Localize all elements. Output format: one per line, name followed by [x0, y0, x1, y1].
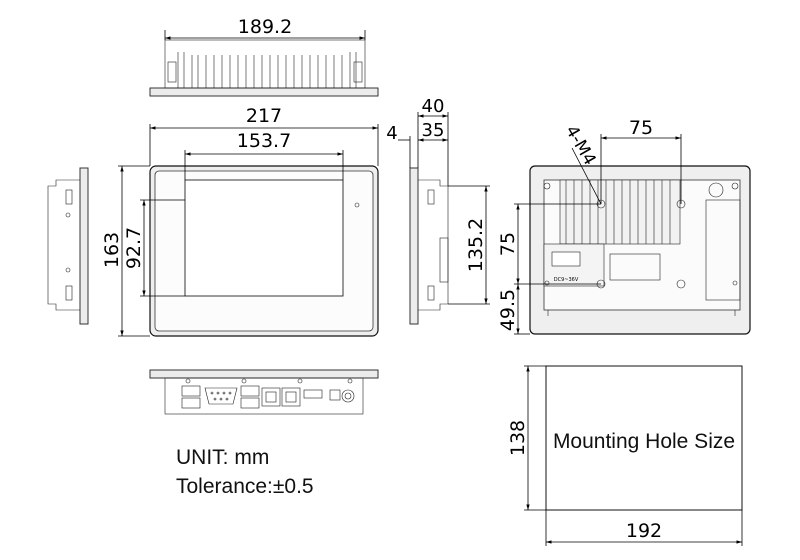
dim-top-width: 189.2 [238, 16, 292, 38]
screen-area [184, 179, 344, 297]
power-terminal-label: DC9~36V [554, 277, 579, 283]
dim-depth-total: 40 [422, 96, 445, 117]
bottom-view [149, 369, 379, 415]
rear-view: DC9~36V [529, 165, 751, 335]
dim-body-depth: 35 [422, 120, 445, 141]
dim-hole-spacing-h: 75 [629, 117, 653, 139]
dim-side-height: 135.2 [465, 218, 487, 272]
mounting-cutout: Mounting Hole Size [545, 365, 743, 511]
dim-cutout-height: 138 [507, 420, 529, 456]
hole-spec-label: 4-M4 [561, 122, 600, 169]
dim-cutout-width: 192 [626, 520, 662, 542]
dim-screen-width: 153.7 [237, 130, 291, 152]
right-side-view [409, 167, 449, 325]
tolerance-label: Tolerance:±0.5 [176, 475, 314, 498]
front-view [149, 165, 379, 337]
left-side-view [47, 167, 89, 325]
unit-label: UNIT: mm [176, 446, 269, 469]
dim-overall-height: 163 [101, 232, 123, 268]
dim-screen-height: 92.7 [123, 227, 145, 269]
dim-hole-offset-v: 49.5 [497, 289, 519, 331]
dim-overall-width: 217 [246, 105, 282, 127]
dim-bezel-depth: 4 [386, 123, 397, 144]
cutout-title: Mounting Hole Size [553, 430, 735, 453]
dim-hole-spacing-v: 75 [497, 232, 519, 256]
top-view: 189.2 [149, 16, 379, 97]
